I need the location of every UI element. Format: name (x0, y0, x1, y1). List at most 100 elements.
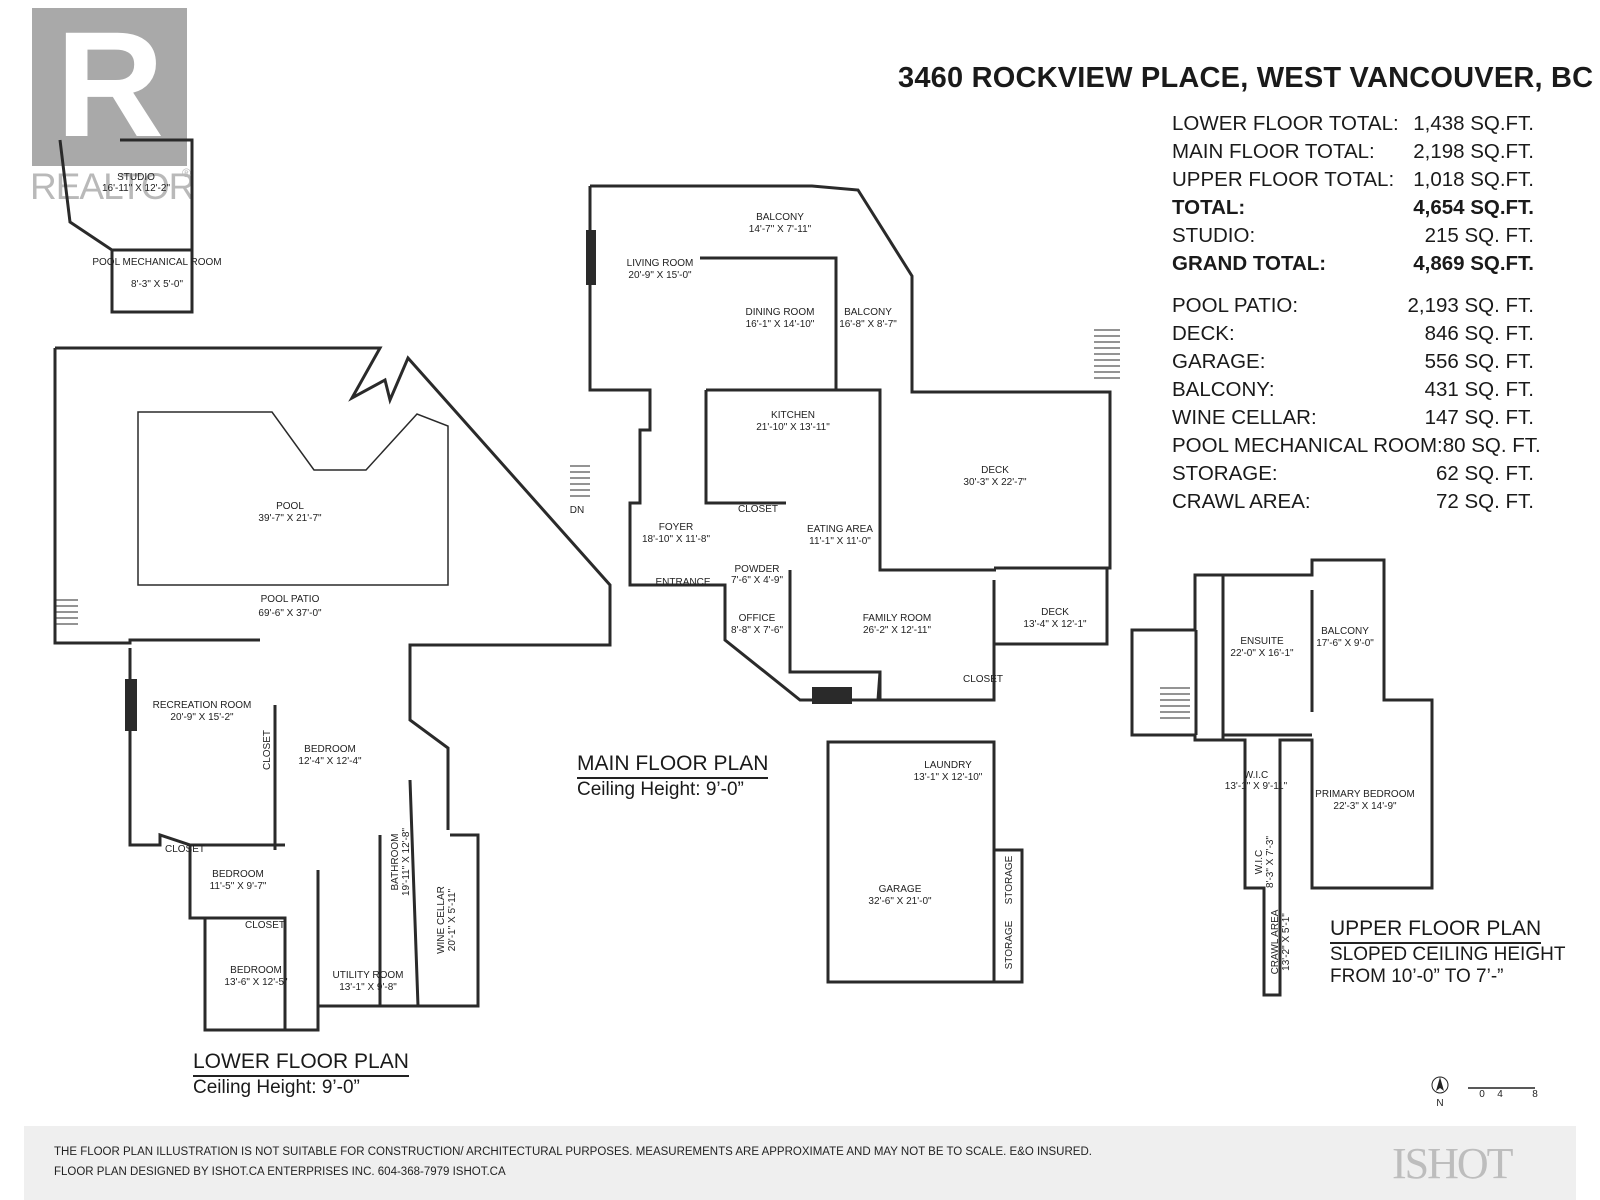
area-row: STUDIO: 215 SQ. FT. (1172, 222, 1534, 250)
scale-tick: 4 (1497, 1089, 1503, 1100)
area-extras-group: POOL PATIO:2,193 SQ. FT. DECK:846 SQ. FT… (1172, 292, 1541, 516)
studio-walls (58, 138, 194, 314)
area-label: CRAWL AREA: (1172, 490, 1311, 513)
upper-floor-subtitle-1: SLOPED CEILING HEIGHT (1330, 944, 1566, 965)
main-floor-subtitle: Ceiling Height: 9’-0” (577, 779, 744, 800)
property-address: 3460 ROCKVIEW PLACE, WEST VANCOUVER, BC (898, 62, 1594, 94)
area-value: 431 SQ. FT. (1424, 378, 1534, 401)
scale-tick: 8 (1532, 1089, 1538, 1100)
area-label: MAIN FLOOR TOTAL: (1172, 140, 1375, 163)
lower-walls (128, 648, 480, 1032)
pool-outline (137, 411, 449, 586)
disclaimer-footer: THE FLOOR PLAN ILLUSTRATION IS NOT SUITA… (24, 1126, 1576, 1200)
room-label-bathroom: BATHROOM19'-11" X 12'-8" (390, 828, 412, 896)
area-row: DECK:846 SQ. FT. (1172, 320, 1534, 348)
area-value: 72 SQ. FT. (1436, 490, 1534, 513)
realtor-wordmark: REALTOR (30, 166, 195, 207)
disclaimer-line-1: THE FLOOR PLAN ILLUSTRATION IS NOT SUITA… (54, 1146, 1092, 1158)
wall-outlines (53, 138, 1434, 1032)
area-label: GARAGE: (1172, 350, 1266, 373)
closet-label-lower-3: CLOSET (262, 730, 273, 770)
disclaimer-line-2: FLOOR PLAN DESIGNED BY ISHOT.CA ENTERPRI… (54, 1166, 506, 1178)
upper-walls (1130, 558, 1434, 997)
area-value: 215 SQ. FT. (1424, 224, 1534, 247)
upper-floor-title-block: UPPER FLOOR PLAN SLOPED CEILING HEIGHT F… (1330, 917, 1565, 988)
misc-labels: CLOSET ENTRANCE CLOSET CLOSET CLOSET CLO… (165, 504, 1015, 969)
area-value: 80 SQ. FT. (1442, 434, 1541, 457)
area-row: LOWER FLOOR TOTAL: 1,438 SQ.FT. (1172, 110, 1534, 138)
area-label: LOWER FLOOR TOTAL: (1172, 112, 1399, 135)
main-family-walls (788, 568, 1109, 702)
area-value: 4,869 SQ.FT. (1413, 252, 1534, 275)
area-label: BALCONY: (1172, 378, 1275, 401)
entrance-label: ENTRANCE (655, 577, 710, 588)
north-arrow-icon: N (1431, 1076, 1449, 1109)
area-label: STORAGE: (1172, 462, 1278, 485)
room-label-wine-cellar: WINE CELLAR20'-1" X 5'-11" (436, 886, 458, 954)
closet-label-lower-2: CLOSET (165, 844, 205, 855)
area-label: DECK: (1172, 322, 1235, 345)
area-value: 4,654 SQ.FT. (1413, 196, 1534, 219)
lower-floor-subtitle: Ceiling Height: 9’-0” (193, 1077, 360, 1098)
north-label: N (1436, 1098, 1443, 1109)
main-floor-title: MAIN FLOOR PLAN (577, 752, 769, 779)
realtor-logo: R (32, 8, 187, 166)
scale-tick: 0 (1479, 1089, 1485, 1100)
storage-label-1: STORAGE (1004, 855, 1015, 904)
main-kitchen-walls (704, 388, 870, 505)
area-row: POOL PATIO:2,193 SQ. FT. (1172, 292, 1534, 320)
area-value: 2,198 SQ.FT. (1413, 140, 1534, 163)
upper-floor-subtitle-2: FROM 10’-0” TO 7’-” (1330, 966, 1504, 987)
pool-patio-edge (53, 348, 260, 645)
room-label-wic-2: W.I.C8'-3" X 7'-3" (1254, 836, 1276, 889)
area-row: UPPER FLOOR TOTAL: 1,018 SQ.FT. (1172, 166, 1534, 194)
closet-label-lower: CLOSET (245, 920, 285, 931)
area-label: STUDIO: (1172, 224, 1256, 247)
lower-floor-title-block: LOWER FLOOR PLAN Ceiling Height: 9’-0” (193, 1050, 409, 1099)
closet-label-main: CLOSET (963, 674, 1003, 685)
area-totals-group: LOWER FLOOR TOTAL: 1,438 SQ.FT. MAIN FLOO… (1172, 110, 1534, 278)
main-west-walls (588, 186, 882, 702)
area-value: 62 SQ. FT. (1436, 462, 1534, 485)
area-row: MAIN FLOOR TOTAL: 2,198 SQ.FT. (1172, 138, 1534, 166)
area-row: BALCONY: 431 SQ. FT. (1172, 376, 1534, 404)
area-label: TOTAL: (1172, 196, 1246, 219)
area-row: STORAGE: 62 SQ. FT. (1172, 460, 1534, 488)
ishot-logo: ISHOT (1392, 1139, 1514, 1188)
main-floor-title-block: MAIN FLOOR PLAN Ceiling Height: 9’-0” (577, 752, 769, 801)
fireplace-living (586, 230, 596, 285)
dn-label-patio: DN (570, 505, 584, 516)
area-value: 1,018 SQ.FT. (1413, 168, 1534, 191)
area-label: UPPER FLOOR TOTAL: (1172, 168, 1395, 191)
upper-partitions (1194, 575, 1314, 740)
main-storage-walls (994, 848, 1024, 984)
area-label: GRAND TOTAL: (1172, 252, 1327, 275)
area-row: POOL MECHANICAL ROOM:80 SQ. FT. (1172, 432, 1541, 460)
closet-label-kitchen: CLOSET (738, 504, 778, 515)
main-living-walls (590, 184, 1112, 570)
area-value: 1,438 SQ.FT. (1413, 112, 1534, 135)
area-row: CRAWL AREA: 72 SQ. FT. (1172, 488, 1534, 516)
